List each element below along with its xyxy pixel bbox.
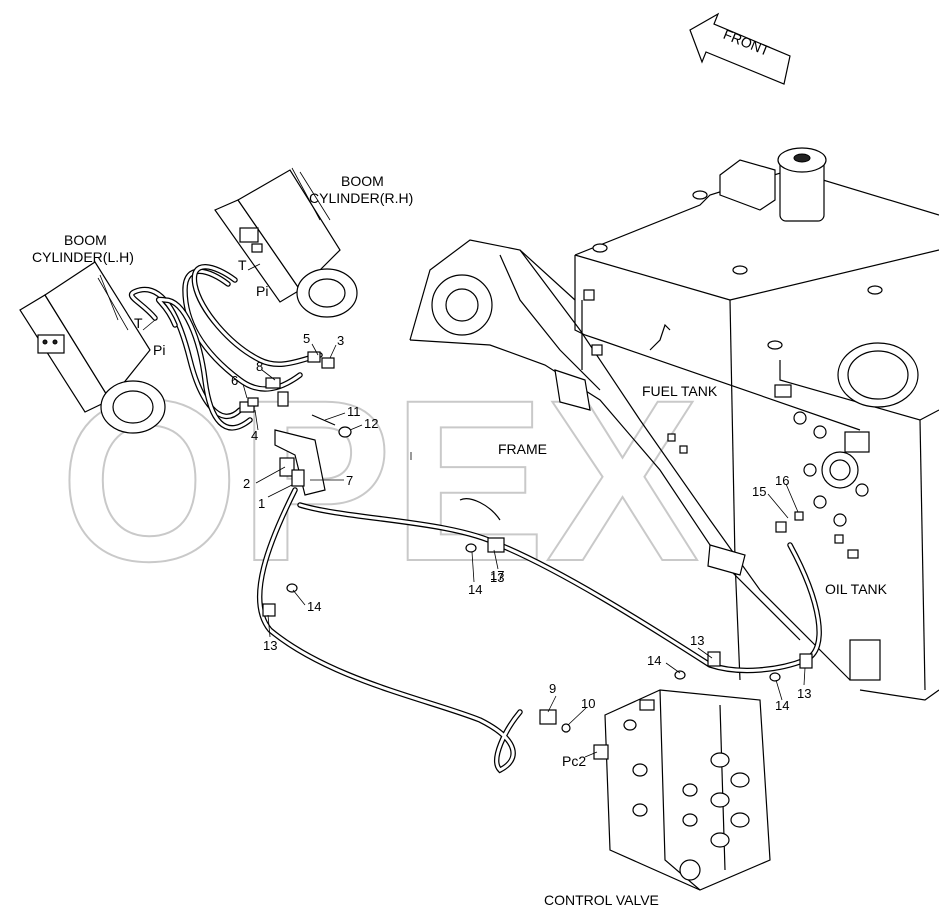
fuel-tank-label: FUEL TANK (642, 383, 718, 399)
hoses (128, 264, 822, 774)
boom-cylinder-lh (19, 261, 166, 434)
frame-label: FRAME (498, 441, 547, 457)
callout: 14 (775, 698, 789, 713)
boom-rh-label-line2: CYLINDER(R.H) (309, 190, 413, 206)
callout: 16 (775, 473, 789, 488)
callout: 14 (647, 653, 661, 668)
boom-lh-label-line2: CYLINDER(L.H) (32, 249, 134, 265)
callout: 8 (256, 359, 263, 374)
callout-numbers: 1 2 3 4 5 6 7 8 9 10 11 12 13 13 13 13 1… (231, 331, 811, 713)
callout: 13 (690, 633, 704, 648)
fuel-tank-body (574, 147, 939, 701)
leader-lines (99, 171, 806, 758)
callout: 4 (251, 428, 258, 443)
callout: 15 (752, 484, 766, 499)
boom-cylinder-rh (214, 167, 358, 318)
text-labels: BOOM CYLINDER(R.H) BOOM CYLINDER(L.H) T … (32, 173, 888, 908)
control-valve-label: CONTROL VALVE (544, 892, 659, 908)
control-valve (593, 689, 771, 891)
oil-tank-label: OIL TANK (825, 581, 888, 597)
callout: 17 (490, 568, 504, 583)
callout: 13 (797, 686, 811, 701)
frame (409, 239, 851, 681)
callout: 12 (364, 416, 378, 431)
boom-rh-label-line1: BOOM (341, 173, 384, 189)
callout: 7 (346, 473, 353, 488)
callout: 10 (581, 696, 595, 711)
port-t-lh-label: T (134, 315, 143, 331)
watermark: OPEX (60, 352, 699, 609)
callout: 1 (258, 496, 265, 511)
fittings (239, 289, 813, 733)
callout: 9 (549, 681, 556, 696)
callout: 11 (347, 404, 361, 419)
port-pi-rh-label: Pi (256, 283, 268, 299)
callout: 13 (490, 570, 504, 585)
port-t-rh-label: T (238, 257, 247, 273)
boom-lh-label-line1: BOOM (64, 232, 107, 248)
callout: 2 (243, 476, 250, 491)
callout: 3 (337, 333, 344, 348)
callout: 6 (231, 373, 238, 388)
pc2-port-label: Pc2 (562, 753, 586, 769)
callout: 5 (303, 331, 310, 346)
port-pi-lh-label: Pi (153, 342, 165, 358)
callout: 14 (307, 599, 321, 614)
callout: 14 (468, 582, 482, 597)
front-arrow: FRONT (689, 12, 791, 85)
callout: 13 (263, 638, 277, 653)
